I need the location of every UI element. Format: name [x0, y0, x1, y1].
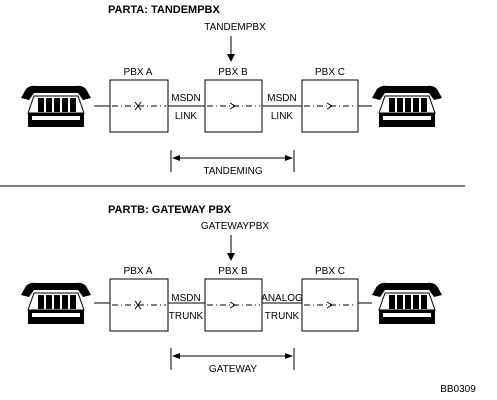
pbx-a-label: PBX A	[124, 67, 153, 78]
part-b-title: PARTB: GATEWAY PBX	[108, 204, 232, 216]
link1-bottom-label: TRUNK	[169, 311, 204, 322]
part-a-callout-label: TANDEMPBX	[204, 22, 266, 33]
telephone-icon	[371, 282, 443, 325]
arrow-down-icon	[227, 235, 235, 261]
pbx-b-label: PBX B	[218, 266, 248, 277]
double-arrow-icon	[170, 150, 295, 172]
telephone-icon	[371, 85, 443, 128]
link2-top-label: MSDN	[267, 93, 296, 104]
telephone-icon	[20, 85, 92, 128]
link1-top-label: MSDN	[171, 93, 200, 104]
pbx-c-label: PBX C	[315, 67, 345, 78]
span-label: GATEWAY	[209, 364, 257, 375]
telephone-icon	[20, 282, 92, 325]
pbx-b-label: PBX B	[218, 67, 248, 78]
part-a-title: PARTA: TANDEMPBX	[108, 4, 220, 16]
double-arrow-icon	[170, 348, 295, 370]
arrow-down-icon	[227, 36, 235, 62]
figure-id: BB0309	[440, 384, 476, 395]
pbx-a-label: PBX A	[124, 266, 153, 277]
link2-top-label: ANALOG	[261, 293, 303, 304]
pbx-c-label: PBX C	[315, 266, 345, 277]
link2-bottom-label: LINK	[271, 111, 294, 122]
link2-bottom-label: TRUNK	[265, 311, 300, 322]
part-b-callout-label: GATEWAYPBX	[201, 221, 269, 232]
link1-bottom-label: LINK	[175, 111, 198, 122]
span-label: TANDEMING	[203, 166, 262, 177]
link1-top-label: MSDN	[171, 293, 200, 304]
